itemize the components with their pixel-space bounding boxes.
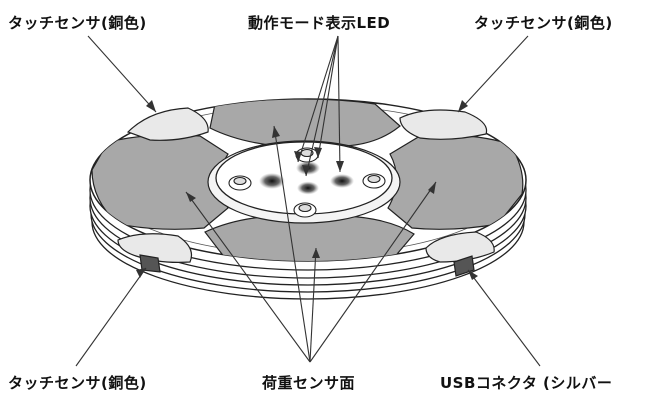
side-port-left bbox=[139, 254, 161, 273]
led-bottom bbox=[297, 181, 319, 195]
led-right bbox=[330, 174, 354, 188]
touch-pad-top-left bbox=[126, 107, 209, 141]
load-sensor-surfaces bbox=[91, 99, 524, 261]
hub-buttons bbox=[228, 147, 386, 218]
leader-arrowheads bbox=[136, 100, 478, 280]
touch-pads bbox=[117, 107, 495, 263]
leader-lines bbox=[75, 35, 541, 367]
label-touch-sensor-bottom-left: タッチセンサ(銅色) bbox=[8, 374, 147, 392]
led-left bbox=[259, 173, 285, 189]
touch-pad-bottom-left bbox=[117, 233, 193, 263]
label-touch-sensor-top-right: タッチセンサ(銅色) bbox=[474, 14, 613, 32]
label-usb-connector: USBコネクタ (シルバー bbox=[440, 374, 613, 392]
load-sensor-right bbox=[387, 134, 524, 230]
label-mode-led: 動作モード表示LED bbox=[248, 14, 391, 32]
touch-pad-top-right bbox=[399, 109, 488, 140]
touch-pad-bottom-right bbox=[425, 231, 495, 263]
label-load-sensor-surface: 荷重センサ面 bbox=[262, 374, 356, 392]
label-touch-sensor-top-left: タッチセンサ(銅色) bbox=[8, 14, 147, 32]
